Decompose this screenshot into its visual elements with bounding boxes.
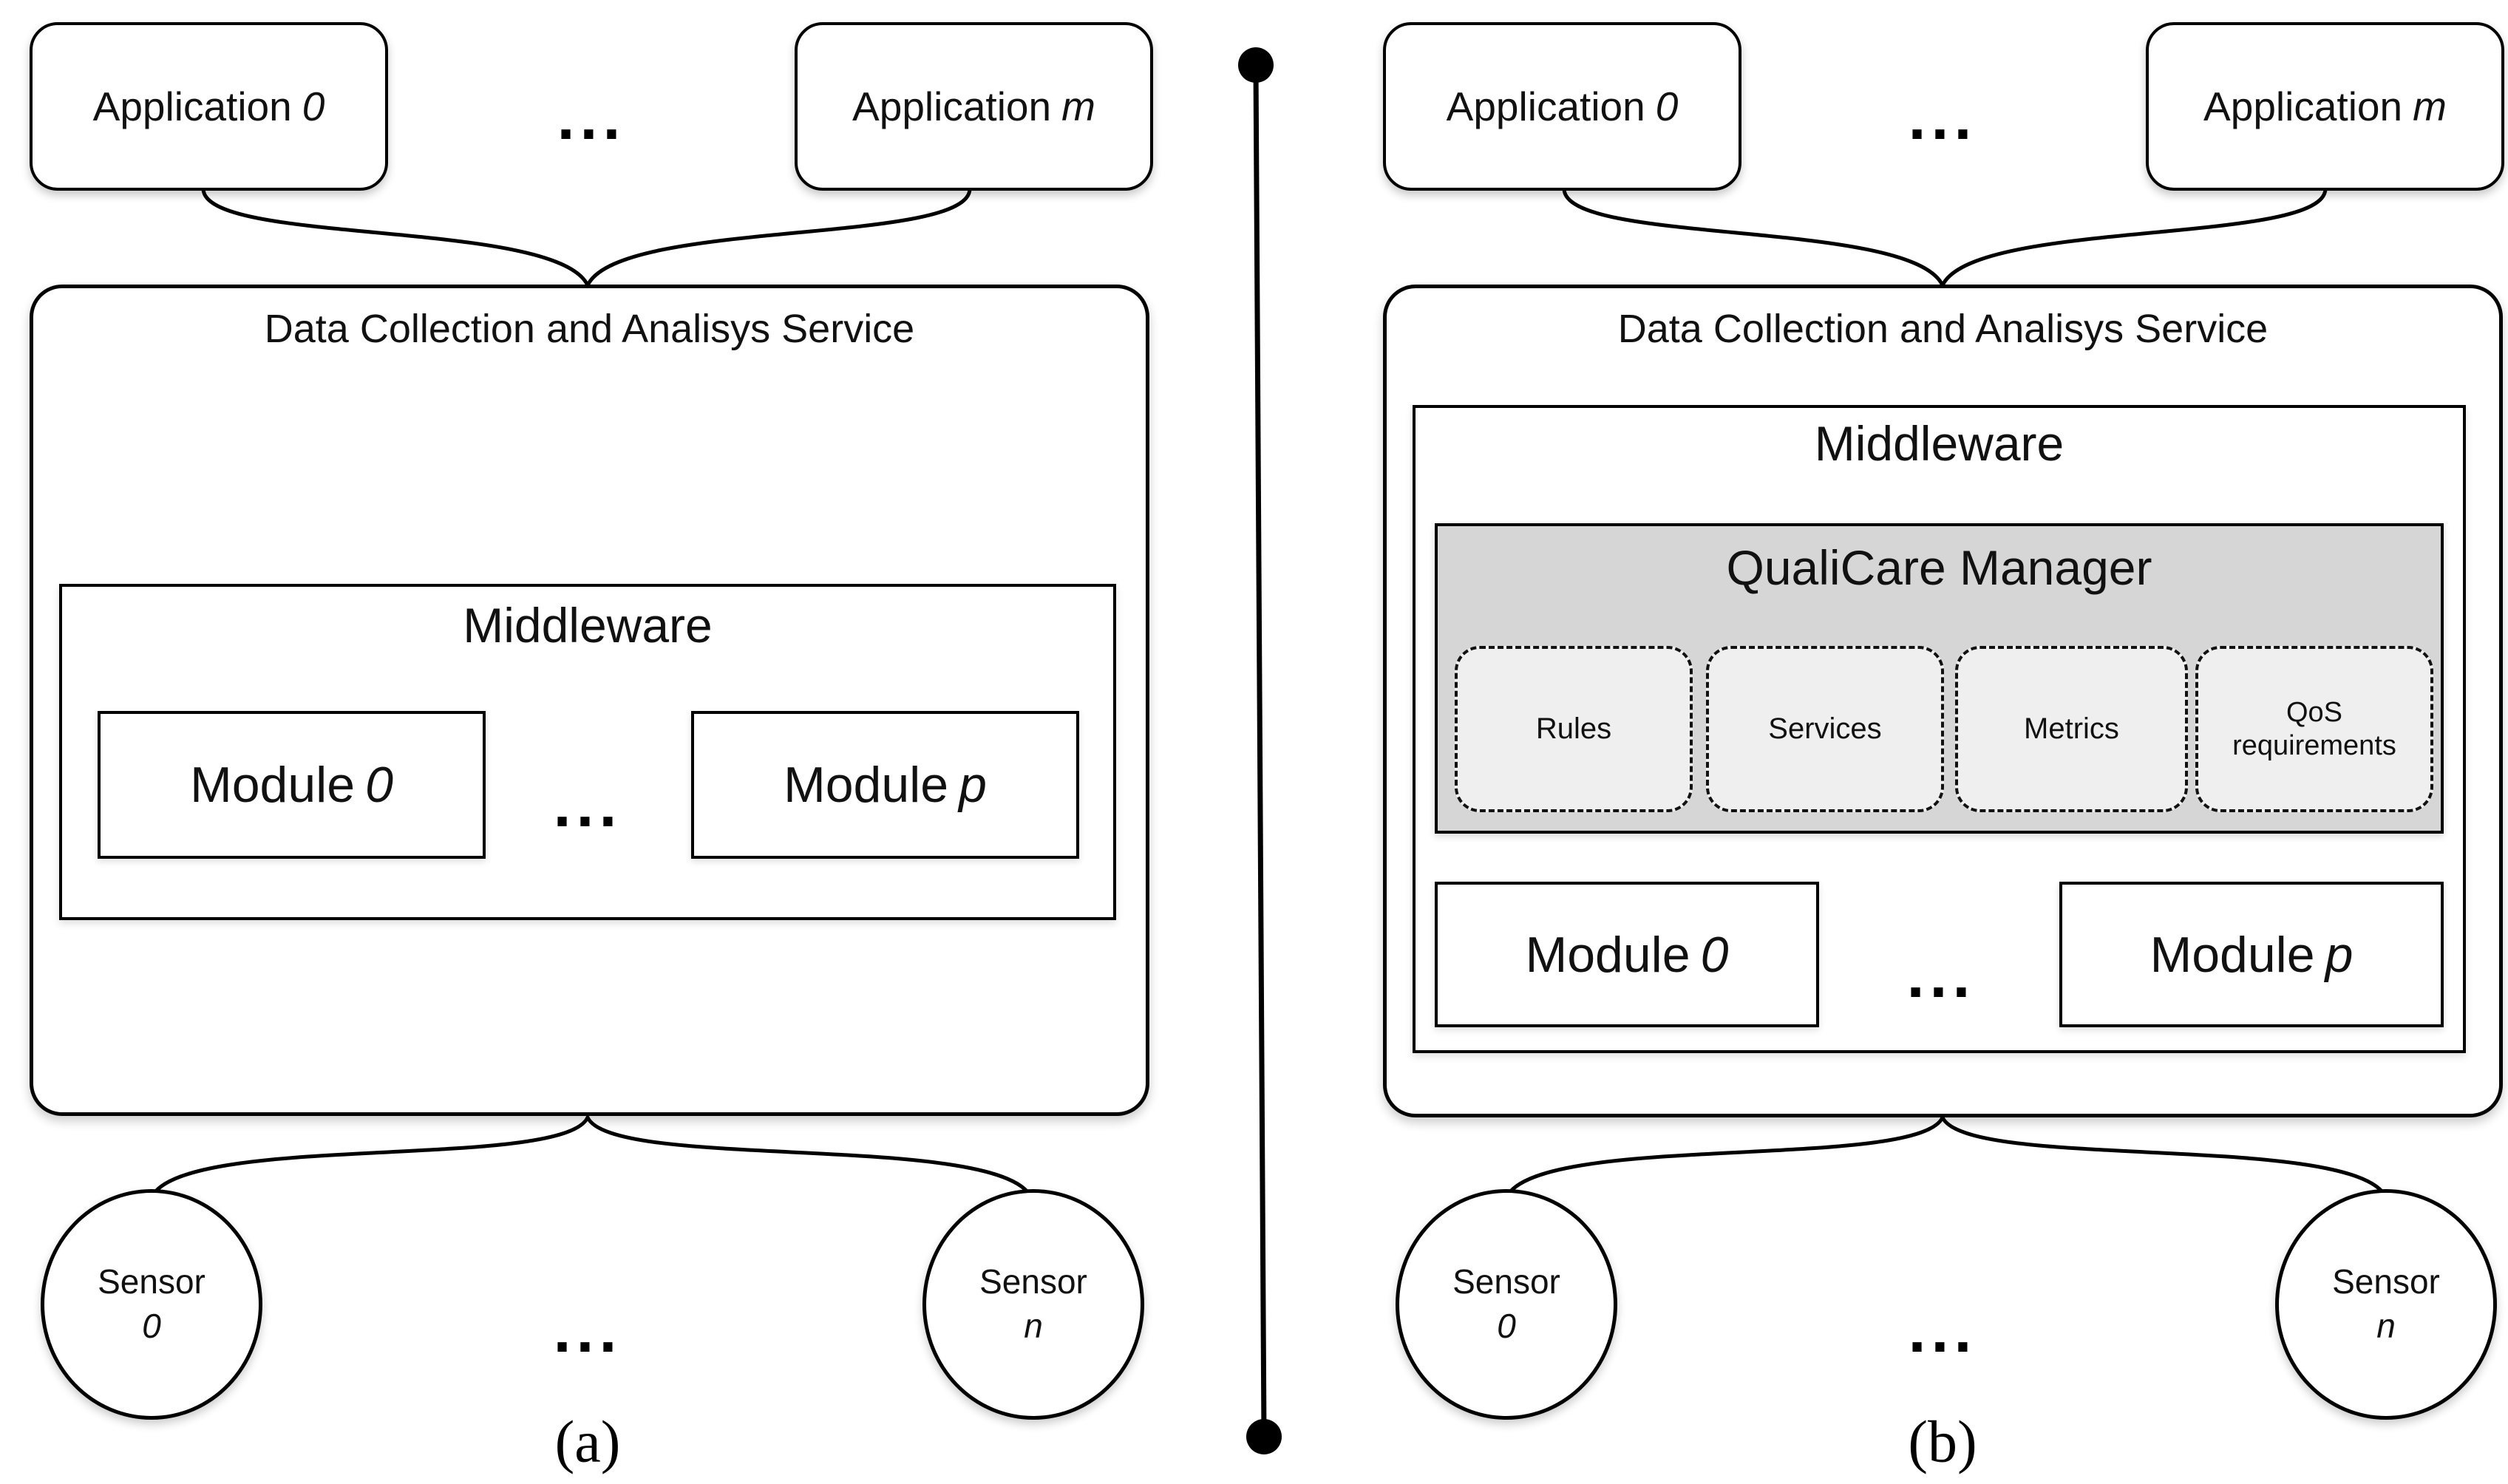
- service-title-a: Data Collection and Analisys Service: [264, 307, 915, 351]
- application-0-text-a: Application: [92, 84, 292, 129]
- application-0-index-a: 0: [302, 84, 325, 129]
- application-m-text-a: Application: [852, 84, 1052, 129]
- sensor-n-index-b: n: [2376, 1307, 2396, 1345]
- sensor-0-node-a: Sensor 0: [41, 1189, 262, 1420]
- application-m-text-b: Application: [2203, 84, 2403, 129]
- divider-line: [1253, 64, 1267, 1437]
- connector-service-to-sensorn-a: [585, 1115, 1033, 1199]
- connector-appm-to-service-b: [1940, 187, 2328, 287]
- sensor-n-index-a: n: [1024, 1307, 1043, 1345]
- application-m-index-b: m: [2413, 84, 2447, 129]
- application-0-text-b: Application: [1446, 84, 1645, 129]
- sensor-0-index-b: 0: [1497, 1307, 1516, 1345]
- connector-service-to-sensor0-b: [1504, 1115, 1945, 1199]
- module-0-index-b: 0: [1700, 926, 1729, 983]
- service-title-b: Data Collection and Analisys Service: [1617, 307, 2269, 351]
- component-metrics-b: Metrics: [1955, 646, 2188, 812]
- qualicare-title-b: QualiCare Manager: [1726, 540, 2152, 595]
- connector-appm-to-service-a: [585, 187, 972, 287]
- caption-b: (b): [1908, 1409, 1977, 1475]
- sensor-0-text-a: Sensor: [98, 1262, 205, 1301]
- connector-app0-to-service-b: [1562, 187, 1945, 287]
- middleware-label-b: Middleware: [1814, 416, 2064, 471]
- qualicare-box-b: QualiCare Manager Rules Services Metrics…: [1435, 523, 2444, 834]
- module-p-index-a: p: [959, 757, 987, 813]
- connector-service-to-sensor0-a: [149, 1115, 590, 1199]
- module-p-text-b: Module: [2150, 926, 2315, 983]
- module-0-text-a: Module: [190, 757, 356, 813]
- component-qos-requirements-b: QoS requirements: [2195, 646, 2433, 812]
- sensor-n-node-a: Sensor n: [922, 1189, 1144, 1420]
- sensor-n-text-a: Sensor: [979, 1262, 1087, 1301]
- application-0-index-b: 0: [1655, 84, 1679, 129]
- module-0-text-b: Module: [1525, 926, 1690, 983]
- caption-a: (a): [554, 1409, 621, 1475]
- connector-app0-to-service-a: [201, 187, 590, 287]
- sensor-0-text-b: Sensor: [1452, 1262, 1560, 1301]
- component-rules-b: Rules: [1455, 646, 1693, 812]
- module-p-index-b: p: [2325, 926, 2354, 983]
- divider-dot-bottom: [1246, 1419, 1282, 1454]
- connector-service-to-sensorn-b: [1940, 1115, 2388, 1199]
- sensor-n-text-b: Sensor: [2332, 1262, 2440, 1301]
- sensor-0-index-a: 0: [142, 1307, 161, 1345]
- divider-dot-top: [1238, 47, 1274, 83]
- sensor-0-node-b: Sensor 0: [1396, 1189, 1617, 1420]
- sensor-n-node-b: Sensor n: [2275, 1189, 2497, 1420]
- module-p-text-a: Module: [784, 757, 949, 813]
- component-services-b: Services: [1706, 646, 1944, 812]
- application-m-index-a: m: [1061, 84, 1095, 129]
- module-0-index-a: 0: [365, 757, 393, 813]
- middleware-label-a: Middleware: [463, 598, 713, 653]
